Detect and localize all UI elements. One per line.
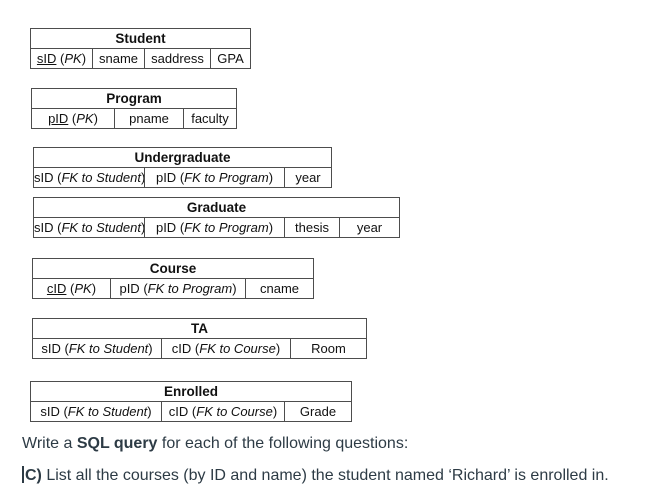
column-note: FK to Program [184, 170, 269, 185]
column-cell-sid: sID (FK to Student) [40, 404, 152, 419]
column-cell-sid: sID (FK to Student) [41, 341, 153, 356]
table-columns-row: sID (FK to Student) cID (FK to Course) Roo… [33, 339, 366, 358]
column-cell-sid: sID (PK) [36, 51, 87, 66]
column-label: cname [259, 281, 300, 296]
column-label: sID [36, 51, 57, 66]
table-columns-row: sID (FK to Student)pID (FK to Program) ye… [34, 168, 331, 187]
question-label: C) [25, 467, 42, 484]
column-note: PK [74, 281, 92, 296]
table-title-graduate: Graduate [34, 198, 399, 218]
text-cursor [22, 466, 24, 483]
column-label: pname [129, 111, 169, 126]
column-label: pID [48, 111, 69, 126]
column-cell-saddress: saddress [144, 49, 210, 68]
column-cell-sid: sID (FK to Student) [34, 170, 144, 185]
column-label: cID [46, 281, 67, 296]
column-label: pID [155, 170, 177, 185]
table-ta: TA sID (FK to Student) cID (FK to Course) R… [32, 318, 367, 359]
column-label: sname [98, 51, 139, 66]
column-cell-cid: cID (FK to Course) [161, 402, 284, 421]
column-cell-cname: cname [245, 279, 313, 298]
table-title-course: Course [33, 259, 313, 279]
column-label: sID [41, 341, 61, 356]
intro-prefix: Write a [22, 435, 77, 452]
column-cell-faculty: faculty [183, 109, 236, 128]
question-text: List all the courses (by ID and name) th… [41, 467, 609, 484]
table-columns-row: sID (FK to Student) cID (FK to Course) Gra… [31, 402, 351, 421]
column-note: FK to Student [61, 170, 141, 185]
column-label: faculty [191, 111, 229, 126]
question-line: C) List all the courses (by ID and name)… [22, 465, 654, 486]
column-label: cID [171, 341, 192, 356]
column-cell-sname: sname [92, 49, 144, 68]
column-note: FK to Program [184, 220, 269, 235]
column-cell-pname: pname [114, 109, 183, 128]
table-columns-row: pID (PK) pname faculty [32, 109, 236, 128]
table-title-ta: TA [33, 319, 366, 339]
column-label: saddress [151, 51, 204, 66]
column-note: FK to Student [61, 220, 141, 235]
column-note: FK to Student [67, 404, 148, 419]
column-cell-year: year [339, 218, 399, 237]
column-note: FK to Program [147, 281, 233, 296]
column-note: PK [76, 111, 94, 126]
column-cell-thesis: thesis [284, 218, 339, 237]
column-label: pID [155, 220, 177, 235]
column-note: PK [64, 51, 82, 66]
column-cell-cid: cID (PK) [46, 281, 97, 296]
column-note: FK to Course [199, 341, 276, 356]
table-title-program: Program [32, 89, 236, 109]
column-cell-year: year [284, 168, 331, 187]
column-cell-pid: pID (FK to Program) [144, 168, 284, 187]
table-title-undergraduate: Undergraduate [34, 148, 331, 168]
column-cell-grade: Grade [284, 402, 351, 421]
table-program: Program pID (PK) pname faculty [31, 88, 237, 129]
column-cell-cid: cID (FK to Course) [161, 339, 290, 358]
column-cell-sid: sID (FK to Student) [34, 220, 144, 235]
table-enrolled: Enrolled sID (FK to Student) cID (FK to Co… [30, 381, 352, 422]
intro-bold: SQL query [76, 435, 158, 452]
table-title-student: Student [31, 29, 250, 49]
column-note: FK to Student [68, 341, 149, 356]
table-course: Course cID (PK) pID (FK to Program) cname [32, 258, 314, 299]
column-label: cID [168, 404, 189, 419]
instructions: Write a SQL query for each of the follow… [22, 433, 654, 497]
column-label: thesis [295, 220, 329, 235]
column-label: year [356, 220, 383, 235]
column-label: Room [311, 341, 346, 356]
column-cell-pid: pID (PK) [48, 111, 98, 126]
column-cell-room: Room [290, 339, 366, 358]
intro-line: Write a SQL query for each of the follow… [22, 433, 654, 454]
column-cell-pid: pID (FK to Program) [110, 279, 245, 298]
column-note: FK to Course [196, 404, 273, 419]
column-label: Grade [299, 404, 337, 419]
column-label: sID [40, 404, 60, 419]
column-label: GPA [217, 51, 244, 66]
column-cell-gpa: GPA [210, 49, 250, 68]
column-label: sID [34, 170, 54, 185]
column-label: sID [34, 220, 54, 235]
column-label: pID [119, 281, 140, 296]
column-cell-pid: pID (FK to Program) [144, 218, 284, 237]
table-columns-row: sID (FK to Student)pID (FK to Program) th… [34, 218, 399, 237]
table-columns-row: sID (PK) sname saddress GPA [31, 49, 250, 68]
column-label: year [295, 170, 321, 185]
intro-suffix: for each of the following questions: [157, 435, 409, 452]
table-columns-row: cID (PK) pID (FK to Program) cname [33, 279, 313, 298]
table-student: Student sID (PK) sname saddress GPA [30, 28, 251, 69]
table-title-enrolled: Enrolled [31, 382, 351, 402]
